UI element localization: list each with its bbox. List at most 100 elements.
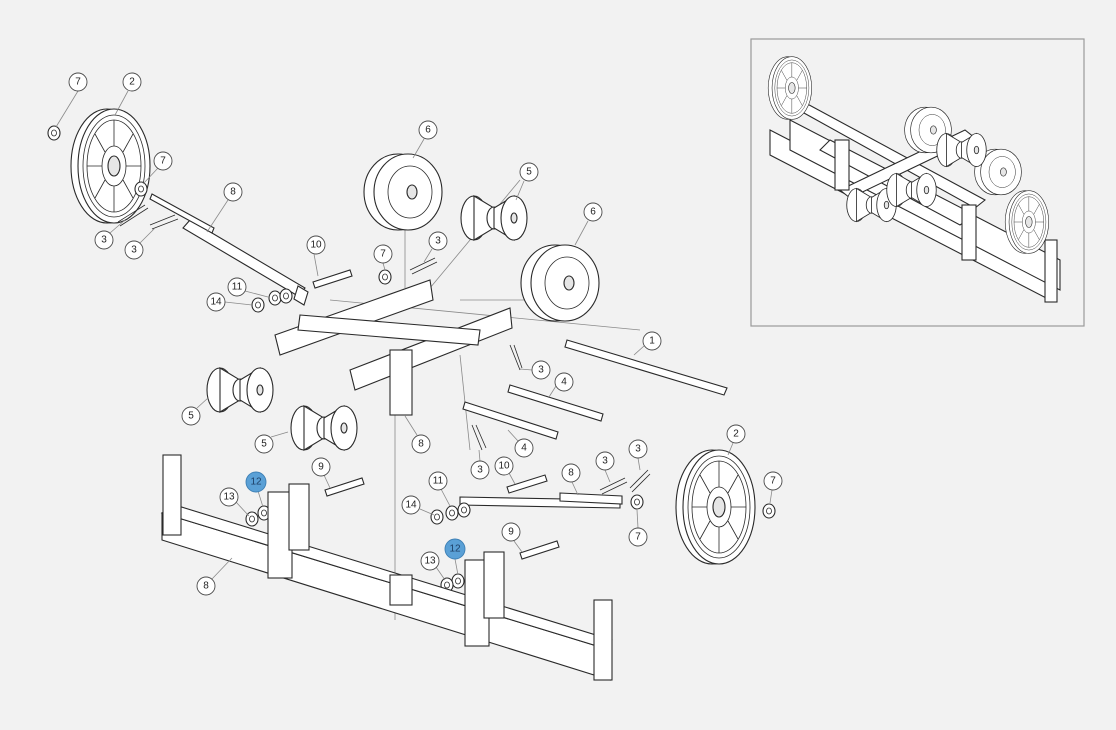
callout[interactable]: 10 [494,456,516,485]
callout-label: 3 [435,236,441,247]
callout-label: 3 [477,465,483,476]
callout[interactable]: 2 [114,72,142,116]
hairpin-clip [599,477,628,495]
callout[interactable]: 8 [561,463,581,496]
callout-label: 12 [449,544,461,555]
spool-roller-low [290,405,358,451]
callout-label: 5 [526,167,532,178]
callout-label: 2 [733,429,739,440]
pin-4a [507,384,604,422]
callout-label: 3 [635,444,641,455]
spool-roller-top [460,195,528,241]
callout-label: 5 [261,439,267,450]
callout-label: 14 [210,297,222,308]
callout-label: 10 [498,461,510,472]
callout[interactable]: 14 [401,495,435,516]
callout[interactable]: 7 [142,151,173,185]
callout-label: 7 [380,249,386,260]
callout[interactable]: 12 [245,471,267,508]
exploded-view [47,108,776,681]
callout[interactable]: 11 [227,277,269,298]
spool-roller-left [206,367,274,413]
wheel-right [675,449,756,565]
callout-label: 10 [310,240,322,251]
callout[interactable]: 9 [501,522,523,553]
callout-label: 1 [649,336,655,347]
callout-label: 8 [568,468,574,479]
callout[interactable]: 5 [181,397,209,426]
callout-label: 13 [223,492,235,503]
callout[interactable]: 4 [548,372,574,398]
callout[interactable]: 5 [515,162,539,201]
callout-label: 14 [405,500,417,511]
callout-label: 7 [75,77,81,88]
callout-label: 11 [433,476,444,487]
callouts: 7 2 7 3 3 8 6 [55,72,783,596]
callout[interactable]: 7 [628,509,648,547]
callout[interactable]: 5 [254,431,289,454]
callout-label: 11 [232,282,243,293]
swing-arm-left [182,219,306,297]
callout[interactable]: 3 [94,219,126,250]
callout[interactable]: 14 [206,292,253,312]
callout-label: 4 [521,443,527,454]
callout-label: 2 [129,77,135,88]
callout-label: 7 [635,532,641,543]
callout-label: 6 [590,207,596,218]
callout[interactable]: 3 [423,231,448,263]
callout-label: 8 [203,581,209,592]
callout-label: 6 [425,125,431,136]
bolt-10b [506,474,548,494]
pin-4b [462,401,559,440]
hairpin-clip [471,424,487,451]
callout[interactable]: 13 [420,551,446,581]
callout-label: 4 [561,377,567,388]
callout-label: 13 [424,556,436,567]
callout[interactable]: 4 [507,429,534,458]
cross-frame [274,279,513,416]
callout-label: 7 [160,156,166,167]
callout[interactable]: 8 [206,182,243,233]
callout-label: 3 [101,235,107,246]
callout[interactable]: 1 [633,331,662,356]
callout-label: 5 [188,411,194,422]
callout[interactable]: 12 [444,538,466,576]
roller-upper [363,153,443,231]
callout[interactable]: 10 [306,235,326,277]
callout[interactable]: 7 [55,72,88,128]
hairpin-clip [149,214,179,230]
callout[interactable]: 8 [196,557,233,596]
bolt-9b [519,540,560,560]
callout-label: 8 [418,439,424,450]
callout[interactable]: 3 [628,439,648,471]
callout-label: 3 [131,245,137,256]
callout-label: 9 [318,462,324,473]
callout[interactable]: 3 [124,227,156,260]
hairpin-clip [409,257,438,275]
callout[interactable]: 7 [763,471,783,504]
bolt-10a [312,269,353,289]
callout[interactable]: 6 [574,202,603,246]
callout[interactable]: 7 [373,244,393,271]
callout[interactable]: 8 [404,415,431,454]
callout[interactable]: 2 [726,424,746,456]
callout[interactable]: 13 [219,487,250,517]
callout[interactable]: 3 [470,449,490,480]
callout-label: 9 [508,527,514,538]
callout-label: 3 [538,365,544,376]
callout-label: 12 [250,477,262,488]
callout[interactable]: 6 [412,120,438,159]
callout-label: 8 [230,187,236,198]
callout[interactable]: 9 [311,457,331,489]
hairpin-clip [629,469,651,493]
callout[interactable]: 3 [519,360,551,380]
wheel-left [70,108,151,224]
hairpin-clip [509,344,523,371]
callout-label: 7 [770,476,776,487]
callout[interactable]: 3 [595,451,615,483]
roller-right [520,244,600,322]
callout[interactable]: 11 [428,471,451,507]
main-beam [160,454,613,681]
